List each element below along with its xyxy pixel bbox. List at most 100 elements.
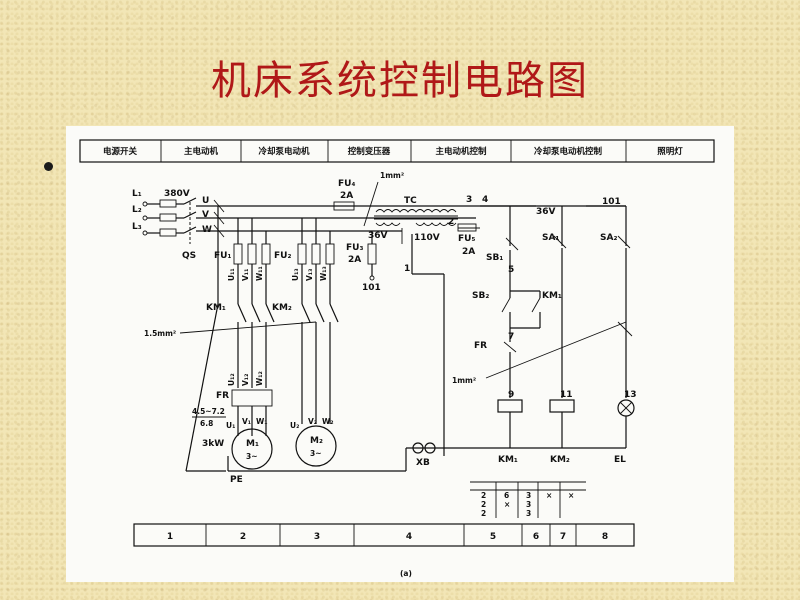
table-col2-r2: × bbox=[504, 500, 510, 509]
label-l3: L₃ bbox=[132, 222, 142, 232]
table-col4-r1: × bbox=[546, 491, 552, 500]
figure-caption: (a) bbox=[400, 569, 412, 578]
footer-cell-2: 2 bbox=[240, 532, 246, 542]
label-sb2: SB₂ bbox=[472, 291, 489, 301]
label-node-9: 9 bbox=[508, 390, 514, 400]
label-xb: XB bbox=[416, 458, 430, 468]
table-col1-r2: 2 bbox=[481, 500, 486, 509]
control-circuit: SB₁ 5 SB₂ KM₁ 7 FR 1mm² 9 KM₁ 36V SA₁ 11… bbox=[405, 197, 637, 471]
label-u: U bbox=[202, 196, 209, 206]
label-node-2: 2 bbox=[448, 217, 454, 227]
bullet-dot bbox=[44, 162, 53, 171]
label-w13: W₁₃ bbox=[319, 266, 328, 281]
label-fu3: FU₃ bbox=[346, 243, 363, 253]
label-node-1: 1 bbox=[404, 264, 410, 274]
diagram-header: 电源开关 主电动机 冷却泵电动机 控制变压器 主电动机控制 冷却泵电动机控制 照… bbox=[79, 139, 715, 163]
label-101-a: 101 bbox=[362, 283, 381, 293]
label-w12: W₁₂ bbox=[255, 371, 264, 386]
label-wire-1mm-top: 1mm² bbox=[380, 171, 404, 180]
power-input: L₁ L₂ L₃ 380V QS U V W bbox=[132, 189, 212, 261]
label-u13: U₁₃ bbox=[291, 268, 300, 281]
table-col5-r1: × bbox=[568, 491, 574, 500]
footer-cell-8: 8 bbox=[602, 532, 608, 542]
table-col2-r1: 6 bbox=[504, 491, 509, 500]
control-transformer-section: FU₄ 2A 1mm² TC 3 4 2 36V 110V FU₅ 2A 1 bbox=[333, 171, 626, 456]
table-col1-r1: 2 bbox=[481, 491, 486, 500]
main-motor-branch: U₁₁ V₁₁ W₁₁ KM₁ 1.5mm² U₁₂ V₁₂ W₁₂ FR 4.… bbox=[144, 218, 406, 485]
header-main-motor-control: 主电动机控制 bbox=[435, 146, 487, 157]
label-node-4: 4 bbox=[482, 195, 488, 205]
label-3kw: 3kW bbox=[202, 439, 224, 449]
label-v12: V₁₂ bbox=[241, 374, 250, 386]
label-fu4-rating: 2A bbox=[340, 191, 353, 201]
label-fu4: FU₄ bbox=[338, 179, 355, 189]
label-km1-main: KM₁ bbox=[206, 303, 226, 313]
qs-blade-1 bbox=[183, 197, 197, 205]
label-node-11: 11 bbox=[560, 390, 573, 400]
label-w1: W₁ bbox=[256, 417, 268, 426]
overload-relay-fr bbox=[231, 389, 273, 407]
label-tc: TC bbox=[404, 196, 417, 206]
label-36v-b: 36V bbox=[536, 207, 556, 217]
fuse-banks: FU₁ FU₂ FU₃ 2A 101 bbox=[214, 231, 381, 293]
label-km1-aux: KM₁ bbox=[542, 291, 562, 301]
label-km1-coil: KM₁ bbox=[498, 455, 518, 465]
label-fu2: FU₂ bbox=[274, 251, 291, 261]
label-l1: L₁ bbox=[132, 189, 142, 199]
header-control-transformer: 控制变压器 bbox=[348, 146, 391, 157]
label-sa1: SA₁ bbox=[542, 233, 559, 243]
label-qs: QS bbox=[182, 251, 196, 261]
footer-cell-4: 4 bbox=[406, 532, 412, 542]
header-coolant-motor-control: 冷却泵电动机控制 bbox=[534, 146, 603, 157]
header-coolant-motor: 冷却泵电动机 bbox=[258, 146, 310, 157]
coolant-motor-branch: U₁₃ V₁₃ W₁₃ KM₂ U₂ V₂ W₂ M₂ 3~ bbox=[272, 218, 339, 467]
motor-m1 bbox=[231, 428, 273, 470]
label-wire-1mm-bottom: 1mm² bbox=[452, 376, 476, 385]
coil-km1 bbox=[497, 399, 523, 413]
header-main-motor: 主电动机 bbox=[184, 146, 219, 157]
label-w2: W₂ bbox=[322, 417, 334, 426]
label-sb1: SB₁ bbox=[486, 253, 503, 263]
label-36v-a: 36V bbox=[368, 231, 388, 241]
label-u1: U₁ bbox=[226, 421, 235, 430]
connector-xb bbox=[412, 442, 424, 454]
label-node-13: 13 bbox=[624, 390, 637, 400]
fuse-fu5 bbox=[457, 223, 477, 232]
label-fu5-rating: 2A bbox=[462, 247, 475, 257]
label-node-5: 5 bbox=[508, 265, 514, 275]
label-m2-phase: 3~ bbox=[310, 449, 322, 458]
label-u2: U₂ bbox=[290, 421, 299, 430]
table-col3-r3: 3 bbox=[526, 509, 531, 518]
circuit-diagram: 电源开关 主电动机 冷却泵电动机 控制变压器 主电动机控制 冷却泵电动机控制 照… bbox=[79, 139, 715, 578]
diagram-footer: 1 2 3 4 5 6 7 8 bbox=[133, 523, 635, 547]
label-sa2: SA₂ bbox=[600, 233, 617, 243]
footer-cell-1: 1 bbox=[167, 532, 173, 542]
motor-m2 bbox=[295, 425, 337, 467]
label-fu1: FU₁ bbox=[214, 251, 231, 261]
label-m1: M₁ bbox=[246, 439, 259, 449]
fuse-fu4 bbox=[333, 201, 355, 211]
label-v2: V₂ bbox=[308, 417, 317, 426]
footer-cell-3: 3 bbox=[314, 532, 320, 542]
label-m1-phase: 3~ bbox=[246, 452, 258, 461]
label-l2: L₂ bbox=[132, 205, 142, 215]
coil-km2 bbox=[549, 399, 575, 413]
label-node-7: 7 bbox=[508, 332, 514, 342]
label-380v: 380V bbox=[164, 189, 190, 199]
label-v1: V₁ bbox=[242, 417, 251, 426]
circuit-diagram-panel: 电源开关 主电动机 冷却泵电动机 控制变压器 主电动机控制 冷却泵电动机控制 照… bbox=[66, 126, 734, 582]
label-u11: U₁₁ bbox=[227, 268, 236, 281]
footer-cell-5: 5 bbox=[490, 532, 496, 542]
footer-cell-7: 7 bbox=[560, 532, 566, 542]
label-101-b: 101 bbox=[602, 197, 621, 207]
main-bus bbox=[185, 199, 536, 472]
label-v11: V₁₁ bbox=[241, 269, 250, 281]
label-v: V bbox=[202, 210, 209, 220]
table-col1-r3: 2 bbox=[481, 509, 486, 518]
label-m2: M₂ bbox=[310, 436, 323, 446]
table-col3-r2: 3 bbox=[526, 500, 531, 509]
table-col3-r1: 3 bbox=[526, 491, 531, 500]
slide-title: 机床系统控制电路图 bbox=[211, 58, 589, 104]
label-fr-main: FR bbox=[216, 391, 229, 401]
label-fu3-rating: 2A bbox=[348, 255, 361, 265]
